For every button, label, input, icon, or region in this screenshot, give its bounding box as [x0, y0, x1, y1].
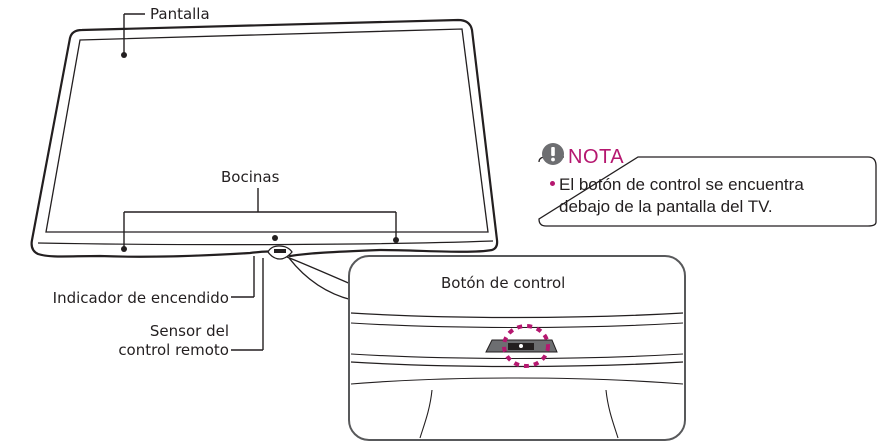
bullet-icon	[550, 181, 555, 187]
screen-label: Pantalla	[150, 5, 210, 23]
speakers-label: Bocinas	[221, 168, 280, 186]
exclamation-circle-icon	[542, 143, 564, 165]
note-body: El botón de control se encuentra debajo …	[550, 174, 804, 218]
note-line-2: debajo de la pantalla del TV.	[559, 197, 773, 216]
control-button-highlight	[502, 324, 550, 368]
power-indicator-label: Indicador de encendido	[52, 289, 229, 307]
remote-sensor-label-line2: control remoto	[118, 341, 229, 359]
remote-sensor-label-line1: Sensor del	[149, 322, 229, 340]
tv-screen	[45, 28, 489, 233]
note-line-1: El botón de control se encuentra	[550, 174, 804, 196]
tv-bezel-line	[37, 240, 494, 246]
note-title: NOTA	[568, 146, 625, 168]
control-button-label: Botón de control	[441, 274, 566, 292]
